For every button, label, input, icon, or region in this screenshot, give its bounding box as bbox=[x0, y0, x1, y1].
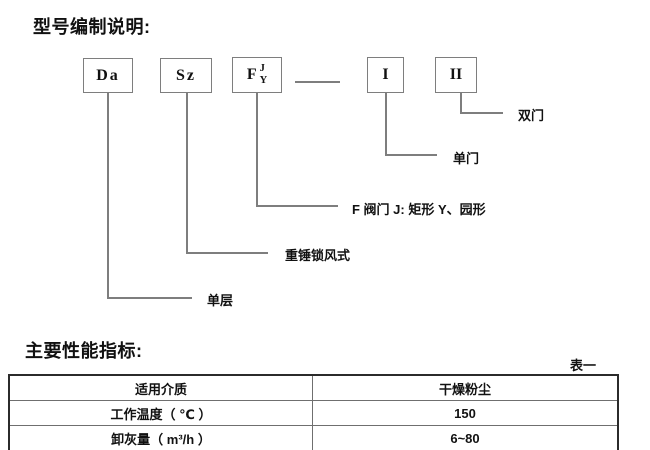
connector-f-vertical bbox=[256, 93, 258, 206]
model-box-f-variant-j: J bbox=[259, 63, 265, 75]
model-box-two-label: II bbox=[449, 66, 463, 83]
table-number-tag: 表一 bbox=[570, 358, 597, 373]
model-box-one-label: I bbox=[382, 66, 389, 83]
model-box-f-variants: J Y bbox=[260, 63, 268, 86]
model-box-f-variant-y: Y bbox=[259, 75, 268, 86]
model-designation-title: 型号编制说明: bbox=[33, 17, 151, 37]
performance-indicators-title: 主要性能指标: bbox=[25, 341, 143, 361]
callout-single-door: 单门 bbox=[453, 151, 480, 166]
row-medium-name: 适用介质 bbox=[8, 374, 313, 401]
performance-table: 适用介质 干燥粉尘 工作温度（ ℃ ） 150 卸灰量（ m³/h ） 6~80 bbox=[8, 374, 619, 450]
connector-sz-horizontal bbox=[186, 252, 268, 254]
connector-da-vertical bbox=[107, 93, 109, 298]
row-temperature-name: 工作温度（ ℃ ） bbox=[8, 400, 313, 426]
table-row: 工作温度（ ℃ ） 150 bbox=[8, 400, 619, 426]
model-box-two: II bbox=[435, 57, 477, 93]
connector-one-horizontal bbox=[385, 154, 437, 156]
model-box-f-letter: F bbox=[246, 66, 257, 83]
connector-two-vertical bbox=[460, 93, 462, 113]
row-temperature-value: 150 bbox=[312, 400, 619, 426]
callout-single-layer: 单层 bbox=[207, 293, 234, 308]
callout-double-door: 双门 bbox=[518, 108, 545, 123]
model-box-f: F J Y bbox=[232, 57, 282, 93]
connector-f-to-one-dash bbox=[295, 81, 340, 83]
row-medium-value: 干燥粉尘 bbox=[312, 374, 619, 401]
connector-two-horizontal bbox=[460, 112, 503, 114]
model-box-da-label: Da bbox=[96, 66, 120, 84]
callout-hammer-airlock: 重锤锁风式 bbox=[285, 248, 351, 263]
callout-f-valve: F 阀门 J: 矩形 Y、园形 bbox=[352, 202, 486, 217]
connector-one-vertical bbox=[385, 93, 387, 155]
model-box-sz: Sz bbox=[160, 58, 212, 93]
model-box-da: Da bbox=[83, 58, 133, 93]
connector-f-horizontal bbox=[256, 205, 338, 207]
model-box-sz-label: Sz bbox=[176, 66, 196, 84]
row-discharge-name: 卸灰量（ m³/h ） bbox=[8, 425, 313, 450]
model-box-one: I bbox=[367, 57, 404, 93]
row-discharge-value: 6~80 bbox=[312, 425, 619, 450]
connector-sz-vertical bbox=[186, 93, 188, 253]
connector-da-horizontal bbox=[107, 297, 192, 299]
table-row: 卸灰量（ m³/h ） 6~80 bbox=[8, 425, 619, 450]
table-row: 适用介质 干燥粉尘 bbox=[8, 374, 619, 401]
